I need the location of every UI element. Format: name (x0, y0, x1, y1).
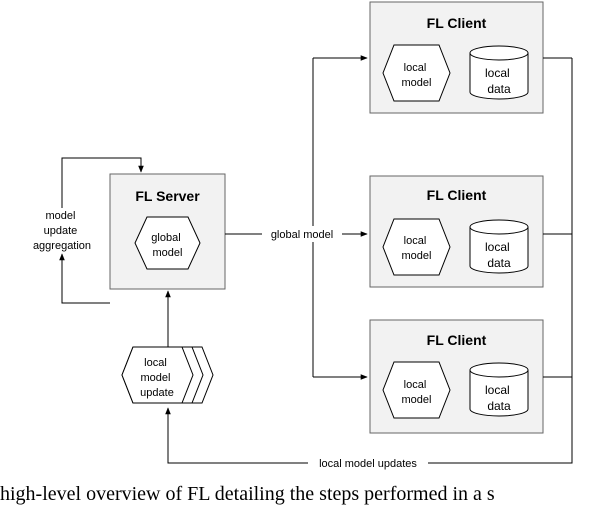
local-model-updates-edge-label: local model updates (319, 458, 417, 470)
aggregation-loop-top-connector (61, 157, 144, 208)
aggregation-loop-connector (59, 253, 110, 304)
figure-caption: high-level overview of FL detailing the … (0, 483, 495, 505)
fl-client-box-3: FL Client local model local data (369, 319, 544, 434)
local-model-label: local model (402, 235, 432, 262)
fl-client-title: FL Client (427, 187, 487, 203)
aggregation-label: model update aggregation (33, 210, 91, 252)
local-model-hexagon (382, 44, 451, 102)
local-model-update-stack (121, 346, 214, 404)
local-data-cylinder (469, 45, 529, 100)
fl-client-title: FL Client (427, 15, 487, 31)
global-model-edge-label: global model (271, 229, 333, 241)
local-model-hexagon (382, 361, 451, 419)
fl-server-title: FL Server (135, 188, 200, 204)
global-model-hexagon (134, 216, 201, 270)
fl-client-box-1: FL Client local model local data (369, 1, 544, 114)
local-data-cylinder (469, 219, 529, 274)
local-model-update-hexagon (121, 346, 194, 404)
fl-client-title: FL Client (427, 332, 487, 348)
local-model-update-label: local model update (140, 357, 174, 399)
local-model-hexagon (382, 218, 451, 276)
local-data-label: local data (485, 240, 513, 270)
local-data-label: local data (485, 66, 513, 96)
fl-client-box-2: FL Client local model local data (369, 175, 544, 288)
local-model-label: local model (402, 379, 432, 406)
fl-server-box: FL Server global model (109, 173, 226, 290)
global-model-label: global model (151, 232, 183, 259)
local-data-cylinder (469, 362, 529, 417)
local-model-label: local model (402, 62, 432, 89)
local-data-label: local data (485, 383, 513, 413)
